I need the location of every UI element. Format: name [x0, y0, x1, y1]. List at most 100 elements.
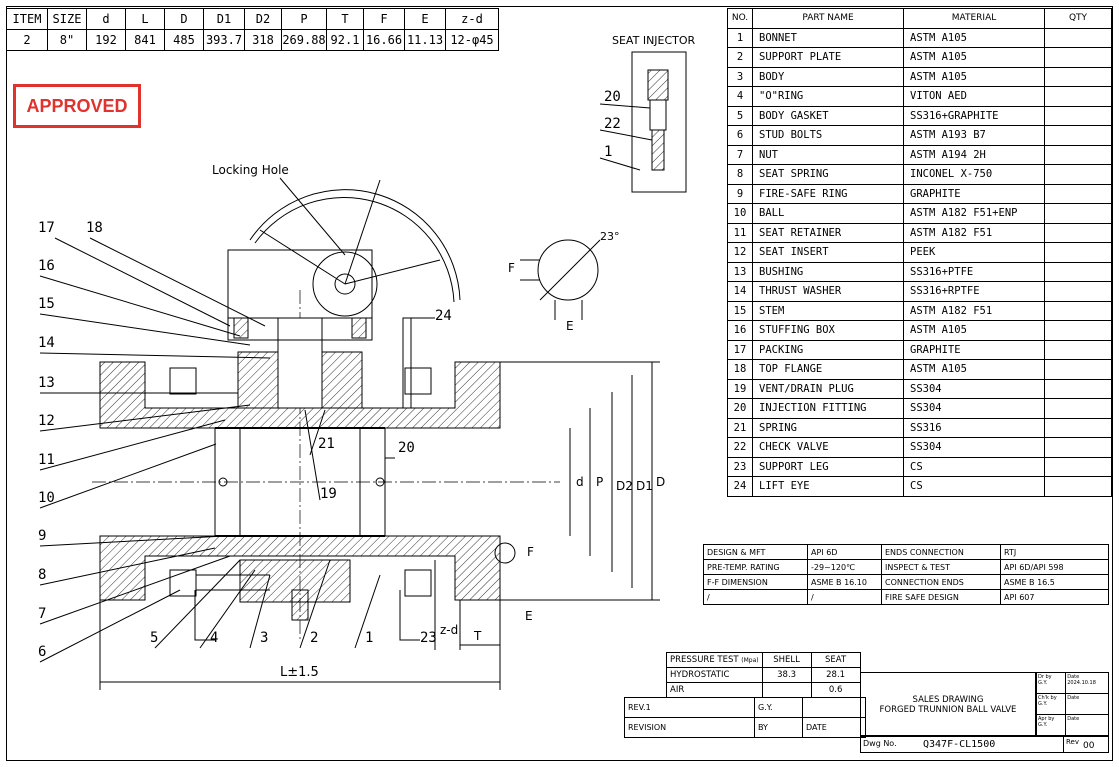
part-material: VITON AED: [903, 86, 1045, 107]
parts-header-qty: QTY: [1044, 8, 1112, 29]
callout-2: 2: [310, 630, 318, 646]
spec-value: -29~120℃: [807, 559, 882, 575]
part-qty: [1044, 339, 1112, 360]
part-qty: [1044, 125, 1112, 146]
part-number: 1: [727, 27, 753, 48]
dim-dd-label: D: [656, 475, 665, 489]
part-name: STEM: [752, 300, 904, 321]
part-qty: [1044, 47, 1112, 68]
part-qty: [1044, 27, 1112, 48]
part-number: 11: [727, 222, 753, 243]
part-qty: [1044, 300, 1112, 321]
part-number: 19: [727, 378, 753, 399]
locking-hole-label: Locking Hole: [212, 163, 289, 177]
part-number: 2: [727, 47, 753, 68]
dim-value-cell: 269.88: [281, 29, 327, 51]
part-number: 13: [727, 261, 753, 282]
part-name: BODY GASKET: [752, 105, 904, 126]
angle-label: 23°: [600, 230, 620, 243]
injector-callout-22: 22: [604, 116, 621, 132]
revision-row: REV.1 G.Y.: [624, 697, 866, 718]
part-number: 6: [727, 125, 753, 146]
part-qty: [1044, 398, 1112, 419]
part-qty: [1044, 222, 1112, 243]
body-lower-section: [99, 535, 501, 601]
dim-value-cell: 485: [164, 29, 204, 51]
part-number: 4: [727, 86, 753, 107]
part-name: SUPPORT LEG: [752, 456, 904, 477]
part-name: TOP FLANGE: [752, 359, 904, 380]
handwheel-rim-inner: [254, 196, 455, 303]
part-number: 12: [727, 242, 753, 263]
part-name: STUFFING BOX: [752, 320, 904, 341]
pressure-test-shell-value: [761, 682, 812, 698]
part-name: THRUST WASHER: [752, 281, 904, 302]
part-qty: [1044, 144, 1112, 165]
dim-zd-label: z-d: [440, 623, 458, 637]
callout-11: 11: [38, 452, 55, 468]
spec-value: ASME B 16.10: [807, 574, 882, 590]
pressure-test-seat-header: SEAT: [810, 652, 861, 668]
parts-header-row: NO. PART NAME MATERIAL QTY: [727, 8, 1112, 29]
signature-date-label: Date: [1067, 695, 1080, 701]
drawing-number-row: Dwg No. Q347F-CL1500 Rev 00: [860, 736, 1109, 753]
dim-d2-label: D2: [616, 479, 633, 493]
callout-19: 19: [320, 486, 337, 502]
part-qty: [1044, 437, 1112, 458]
callout-24: 24: [435, 308, 452, 324]
pressure-test-unit: (Mpa): [741, 657, 759, 664]
signature-role: Dr by: [1038, 674, 1052, 680]
dim-d1-label: D1: [636, 479, 653, 493]
part-name: BONNET: [752, 27, 904, 48]
part-material: ASTM A182 F51+ENP: [903, 203, 1045, 224]
part-name: SEAT SPRING: [752, 164, 904, 185]
spec-value: API 6D: [807, 544, 882, 560]
part-material: ASTM A182 F51: [903, 300, 1045, 321]
part-name: BODY: [752, 66, 904, 87]
length-label: L±1.5: [280, 665, 319, 680]
spec-label: /: [703, 589, 808, 605]
signature-date: 2024.10.18: [1067, 680, 1096, 686]
injection-point-left: [218, 477, 228, 487]
part-number: 18: [727, 359, 753, 380]
part-qty: [1044, 86, 1112, 107]
signature-role: Apr by: [1038, 716, 1055, 722]
part-number: 8: [727, 164, 753, 185]
part-material: SS304: [903, 378, 1045, 399]
dim-d-label: d: [576, 475, 584, 489]
part-material: SS316+RPTFE: [903, 281, 1045, 302]
callout-8: 8: [38, 567, 46, 583]
part-number: 20: [727, 398, 753, 419]
spec-label: F-F DIMENSION: [703, 574, 808, 590]
part-material: GRAPHITE: [903, 183, 1045, 204]
part-material: CS: [903, 456, 1045, 477]
top-flange-bolt-right: [351, 317, 367, 339]
pressure-test-seat-value: 28.1: [810, 667, 861, 683]
signature-name: G.Y.: [1038, 701, 1048, 707]
gearbox: [227, 249, 373, 319]
drawing-frame: [6, 6, 1113, 761]
spec-label: DESIGN & MFT: [703, 544, 808, 560]
callout-23: 23: [420, 630, 437, 646]
part-name: STUD BOLTS: [752, 125, 904, 146]
handwheel-spoke: [344, 259, 441, 285]
signature-date-label: Date: [1067, 716, 1080, 722]
support-leg-right: [399, 590, 420, 641]
nut-upper-left: [169, 367, 197, 395]
part-number: 24: [727, 476, 753, 497]
injector-channel: [651, 129, 665, 171]
title-line-2: FORGED TRUNNION BALL VALVE: [879, 705, 1017, 715]
handwheel-rim: [249, 189, 461, 301]
nut-lower-left: [169, 569, 197, 597]
injection-point-right: [375, 477, 385, 487]
seat-injector-detail: [631, 51, 687, 193]
callout-5: 5: [150, 630, 158, 646]
